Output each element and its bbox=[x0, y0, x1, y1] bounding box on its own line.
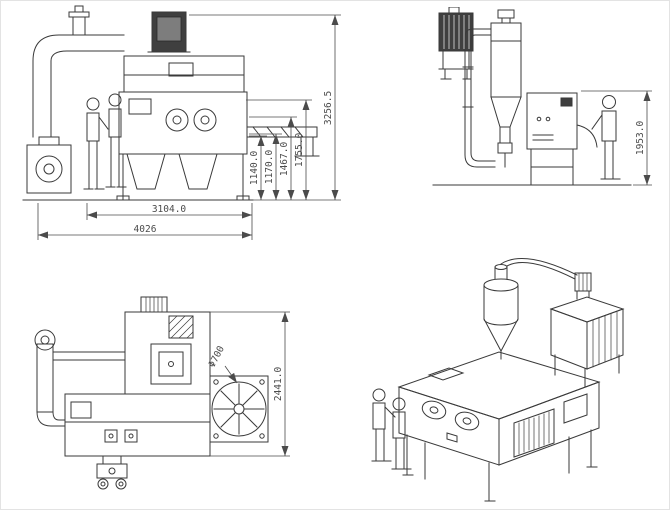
dim-label-1140: 1140.0 bbox=[249, 151, 260, 186]
front-dust-filter-box bbox=[147, 11, 191, 53]
dim-label-1170: 1170.0 bbox=[264, 150, 275, 185]
iso-side-grille bbox=[513, 393, 588, 458]
side-dimension-lines bbox=[581, 90, 652, 186]
dim-label-1755: 1755.0 bbox=[294, 133, 305, 168]
plan-dimension-lines bbox=[210, 311, 290, 457]
isometric-view bbox=[371, 258, 625, 502]
side-operator-figure bbox=[591, 95, 621, 180]
dim-label-2441: 2441.0 bbox=[273, 367, 284, 402]
side-elevation-view: 1953.0 bbox=[432, 7, 652, 186]
plan-upper-housing bbox=[124, 296, 211, 395]
dim-label-1467: 1467.0 bbox=[279, 142, 290, 177]
plan-view: 2441.0 Φ700 bbox=[34, 296, 290, 490]
front-dimension-labels: 1140.0 1170.0 1467.0 1755.0 3256.5 3104.… bbox=[134, 91, 334, 235]
iso-operator-figures bbox=[371, 388, 412, 470]
side-filter-unit bbox=[438, 7, 474, 80]
dim-label-3104: 3104.0 bbox=[152, 204, 187, 215]
iso-dust-collector bbox=[549, 272, 625, 388]
dim-label-1953: 1953.0 bbox=[635, 121, 646, 156]
operator-figures bbox=[83, 93, 127, 190]
side-cyclone-separator bbox=[490, 9, 522, 168]
dim-label-3256: 3256.5 bbox=[323, 91, 334, 125]
front-machine-body bbox=[22, 5, 320, 201]
side-control-cabinet bbox=[526, 92, 598, 186]
iso-cabinet bbox=[397, 351, 601, 502]
plan-fan-unit bbox=[209, 375, 269, 443]
plan-trolley bbox=[96, 455, 128, 490]
iso-cyclone bbox=[483, 258, 578, 360]
dim-label-4026: 4026 bbox=[134, 224, 157, 235]
front-dimension-lines bbox=[37, 14, 341, 240]
plan-duct-piping bbox=[34, 329, 126, 427]
side-return-pipe bbox=[462, 28, 496, 168]
plan-machine-body bbox=[64, 393, 211, 457]
front-elevation-view: 1140.0 1170.0 1467.0 1755.0 3256.5 3104.… bbox=[22, 5, 341, 240]
